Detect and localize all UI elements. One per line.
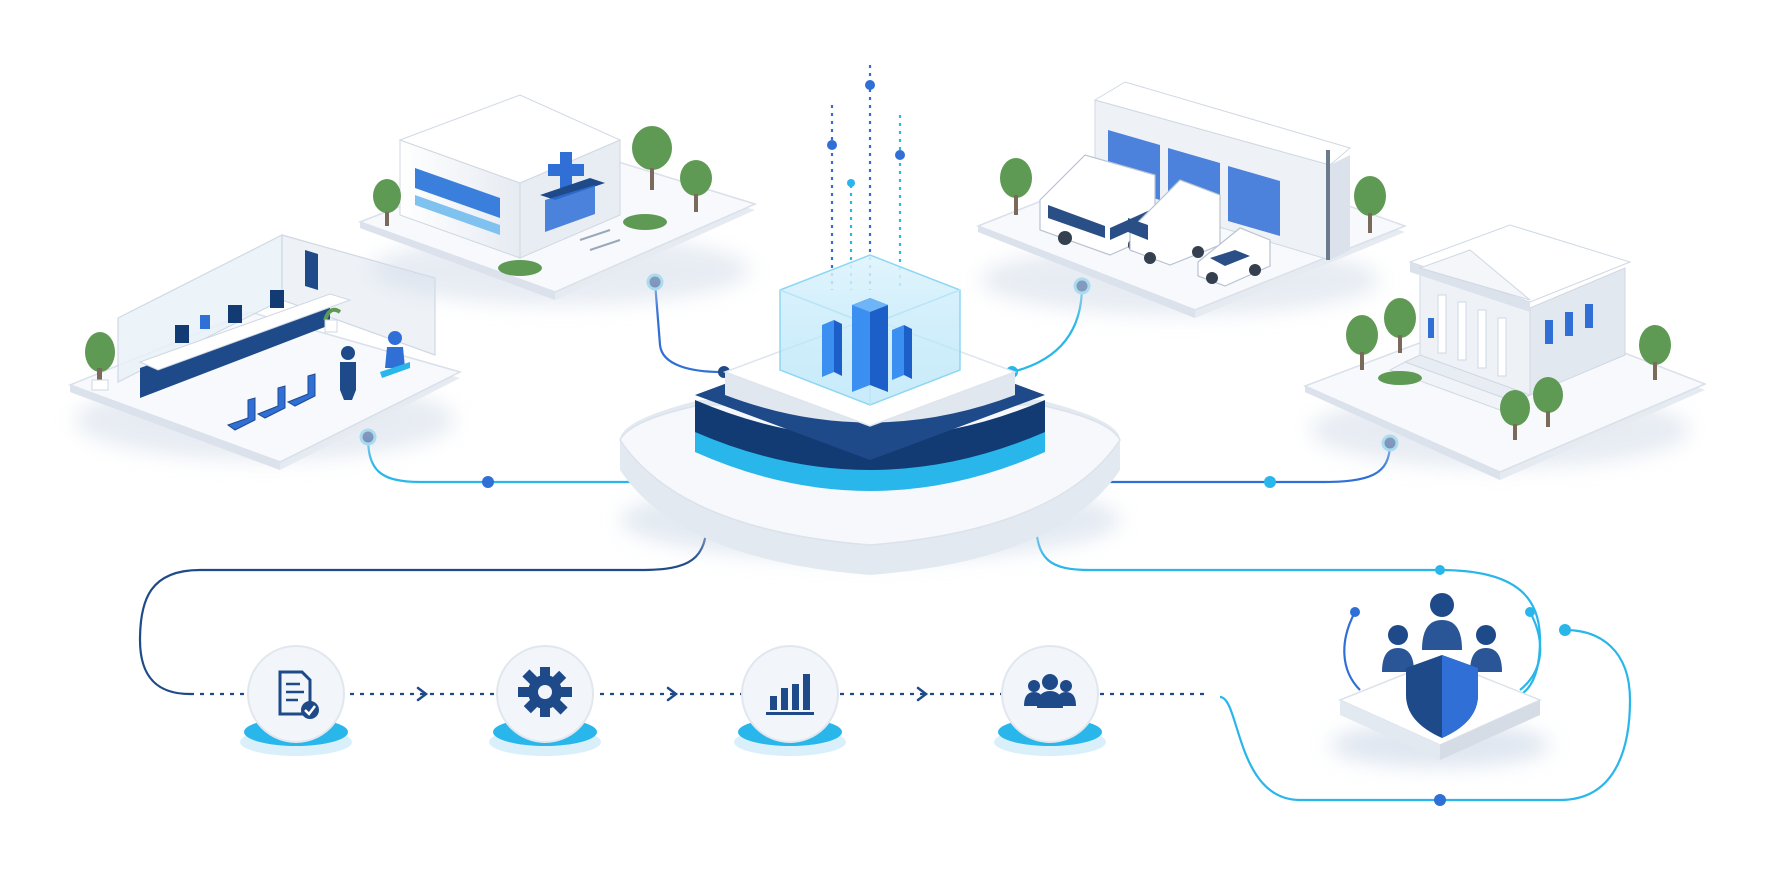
- vehicle-fleet-icon: [1039, 154, 1271, 287]
- process-step-processing: [489, 645, 601, 756]
- potted-plant: [85, 307, 342, 391]
- people-group-icon: [1024, 674, 1076, 708]
- link-shield-arc-left: [1343, 611, 1361, 691]
- trees: [1000, 158, 1386, 233]
- link-hospital-hub: [653, 281, 723, 374]
- link-hub-process: [138, 517, 709, 696]
- bar-chart-icon: [766, 674, 814, 715]
- process-step-document-review: [240, 645, 352, 756]
- facility-service-office: [67, 234, 463, 470]
- facility-hospital: [357, 94, 758, 305]
- people-figures: [340, 331, 410, 400]
- document-check-icon: [278, 670, 319, 719]
- medical-cross-icon: [548, 152, 584, 188]
- gear-icon: [518, 667, 572, 717]
- central-hub: [619, 254, 1121, 575]
- facility-government-building: [1303, 224, 1707, 480]
- reception-desk-icon: [138, 290, 352, 398]
- process-step-stakeholders: [994, 645, 1106, 756]
- shield-people-icon: [1382, 593, 1502, 738]
- process-steps: [240, 645, 1106, 756]
- link-hub-outcome: [1034, 519, 1542, 702]
- data-cube: [779, 254, 961, 406]
- outcome-protected-citizens: [1330, 593, 1550, 767]
- flow-arrows: [416, 686, 929, 702]
- trees: [1346, 298, 1671, 440]
- waiting-chairs: [226, 373, 316, 431]
- trees: [373, 126, 712, 276]
- link-shield-arc-right: [1519, 611, 1542, 691]
- courthouse-icon: [1388, 224, 1632, 411]
- process-step-analytics: [734, 645, 846, 756]
- facility-transport-depot: [975, 81, 1408, 318]
- bar-chart-icon: [822, 298, 912, 392]
- link-outcome-loop: [1219, 628, 1632, 802]
